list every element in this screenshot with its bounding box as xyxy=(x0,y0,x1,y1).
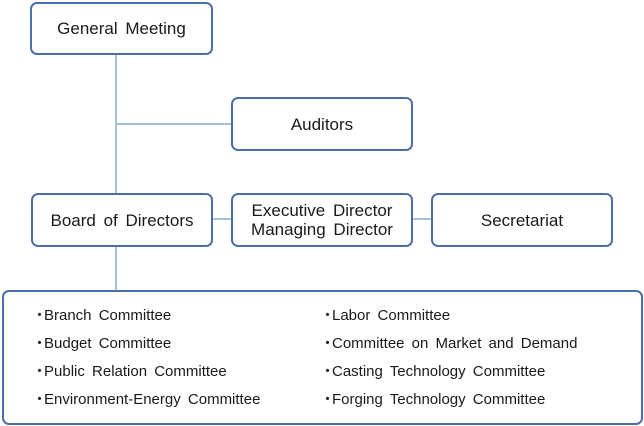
executive-managing-director-box: Executive Director Managing Director xyxy=(231,193,413,247)
auditors-label: Auditors xyxy=(290,114,354,134)
committees-left-column: ・Branch Committee ・Budget Committee ・Pub… xyxy=(32,305,260,417)
secretariat-label: Secretariat xyxy=(480,210,564,230)
board-of-directors-box: Board of Directors xyxy=(31,193,213,247)
committee-item: ・Environment-Energy Committee xyxy=(32,389,260,417)
committee-item: ・Budget Committee xyxy=(32,333,260,361)
bullet-icon: ・ xyxy=(32,307,48,324)
bullet-icon: ・ xyxy=(320,335,336,352)
committee-item: ・Forging Technology Committee xyxy=(320,389,577,417)
bullet-icon: ・ xyxy=(32,363,48,380)
committee-item: ・Branch Committee xyxy=(32,305,260,333)
connector-executive-to-secretariat xyxy=(412,218,432,220)
committees-box: ・Branch Committee ・Budget Committee ・Pub… xyxy=(2,290,643,425)
bullet-icon: ・ xyxy=(320,307,336,324)
executive-director-label: Executive Director xyxy=(251,201,393,220)
connector-board-to-executive xyxy=(212,218,232,220)
committee-item: ・Committee on Market and Demand xyxy=(320,333,577,361)
bullet-icon: ・ xyxy=(320,391,336,408)
bullet-icon: ・ xyxy=(32,391,48,408)
committee-item: ・Public Relation Committee xyxy=(32,361,260,389)
general-meeting-box: General Meeting xyxy=(30,2,213,55)
committee-item: ・Casting Technology Committee xyxy=(320,361,577,389)
bullet-icon: ・ xyxy=(320,363,336,380)
managing-director-label: Managing Director xyxy=(251,220,393,239)
committees-right-column: ・Labor Committee ・Committee on Market an… xyxy=(320,305,577,417)
bullet-icon: ・ xyxy=(32,335,48,352)
connector-board-to-committees xyxy=(115,246,117,291)
auditors-box: Auditors xyxy=(231,97,413,151)
committee-item: ・Labor Committee xyxy=(320,305,577,333)
connector-to-auditors xyxy=(116,123,232,125)
secretariat-box: Secretariat xyxy=(431,193,613,247)
board-of-directors-label: Board of Directors xyxy=(50,210,194,230)
general-meeting-label: General Meeting xyxy=(57,19,186,38)
